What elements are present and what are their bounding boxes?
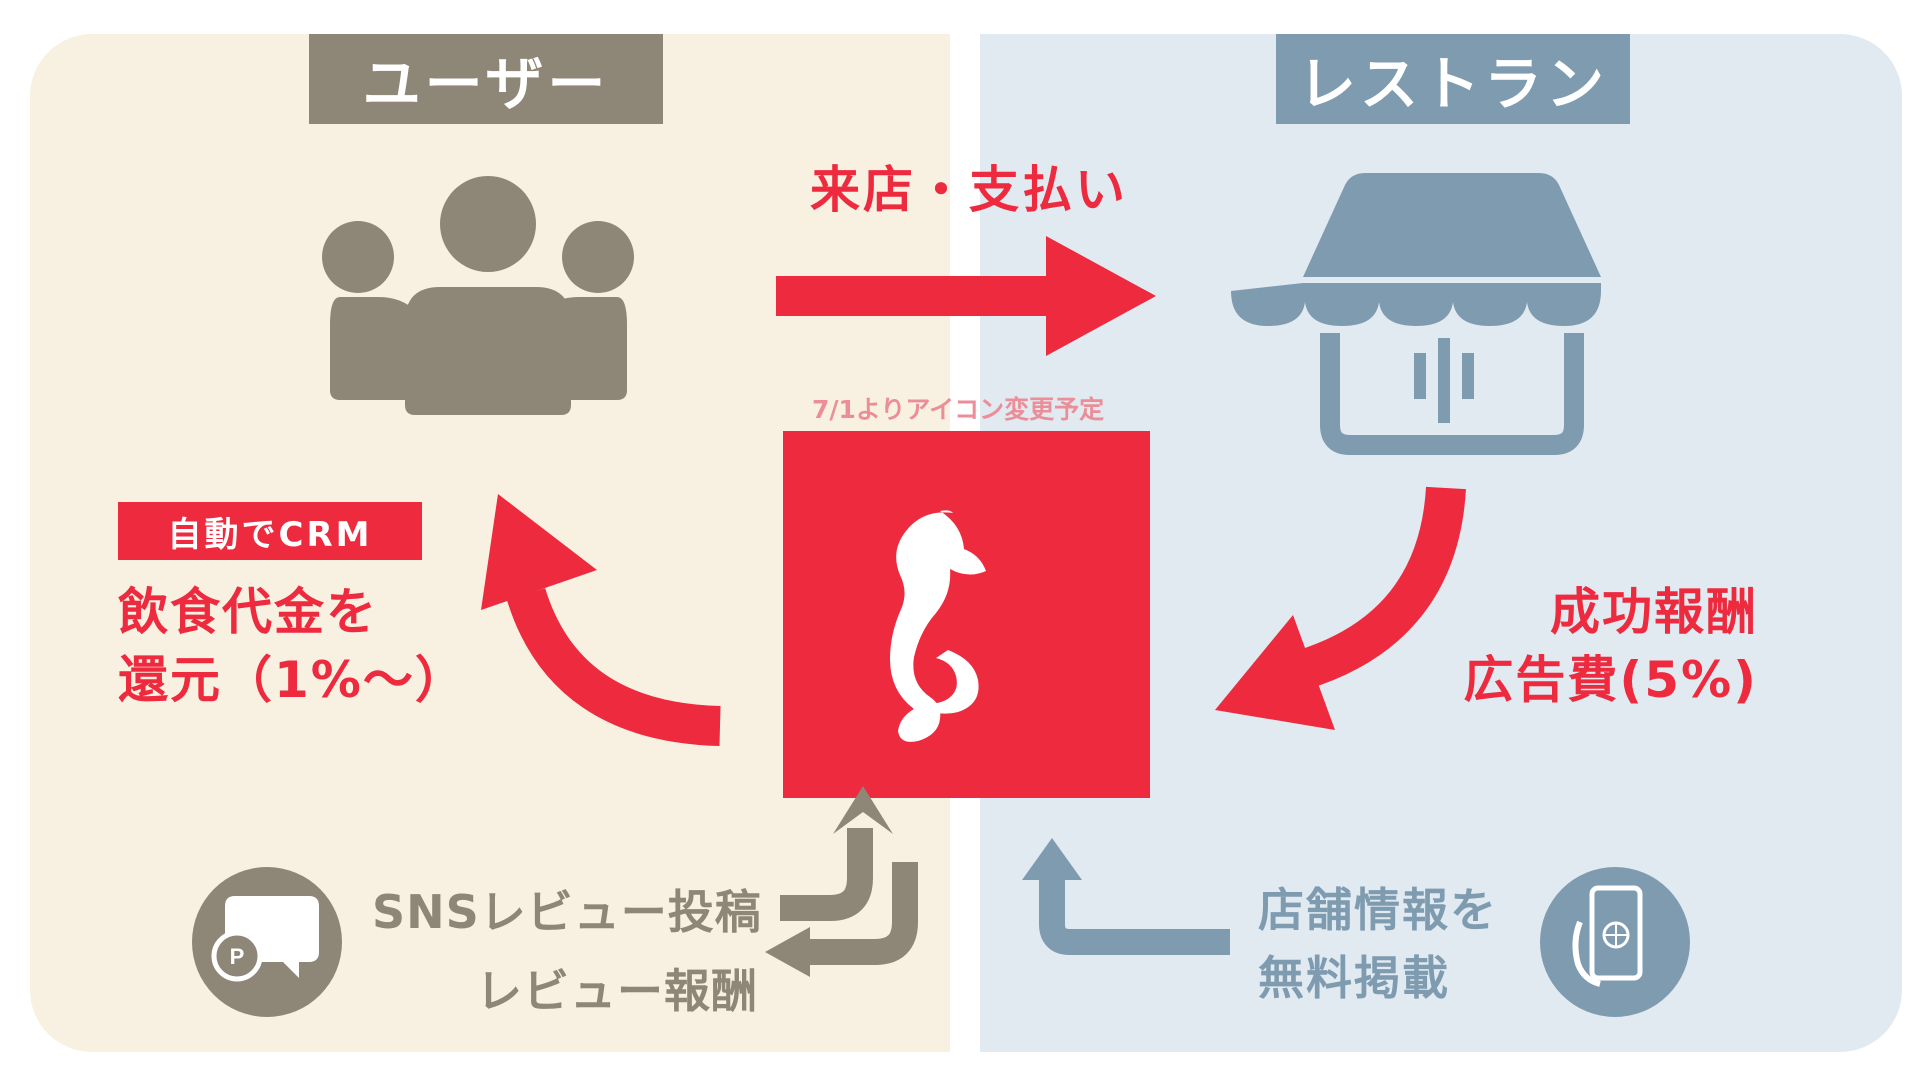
service-logo-box	[783, 431, 1150, 798]
fee-arrow	[1215, 486, 1466, 730]
fee-line1: 成功報酬	[1550, 583, 1758, 641]
crm-tag: 自動でCRM	[118, 502, 422, 560]
refund-line2: 還元（1%〜）	[118, 651, 467, 709]
refund-line1: 飲食代金を	[118, 583, 378, 641]
restaurant-header: レストラン	[1276, 34, 1630, 124]
seahorse-icon	[890, 510, 986, 742]
fee-line2: 広告費(5%)	[1463, 651, 1758, 709]
store-info-label: 店舗情報を 無料掲載	[1258, 876, 1498, 1012]
chat-points-icon: P	[192, 867, 342, 1017]
review-reward-arrow	[765, 862, 918, 977]
store-info-line1: 店舗情報を	[1258, 883, 1498, 937]
user-header: ユーザー	[309, 34, 663, 124]
chat-badge: P	[230, 944, 245, 969]
store-icon	[1231, 173, 1601, 455]
refund-label: 飲食代金を 還元（1%〜）	[118, 578, 467, 714]
store-info-arrow	[1022, 838, 1230, 955]
users-icon	[322, 176, 634, 415]
sns-review-arrow	[780, 786, 893, 921]
phone-globe-icon	[1540, 867, 1690, 1017]
refund-arrow	[481, 494, 721, 746]
visit-pay-label: 来店・支払い	[810, 161, 1128, 219]
fee-label: 成功報酬 広告費(5%)	[1463, 578, 1758, 714]
review-reward-label: レビュー報酬	[476, 964, 758, 1018]
store-info-line2: 無料掲載	[1258, 951, 1450, 1005]
visit-pay-arrow	[776, 236, 1156, 356]
sns-review-label: SNSレビュー投稿	[372, 885, 762, 939]
icon-change-note: 7/1よりアイコン変更予定	[812, 395, 1105, 424]
